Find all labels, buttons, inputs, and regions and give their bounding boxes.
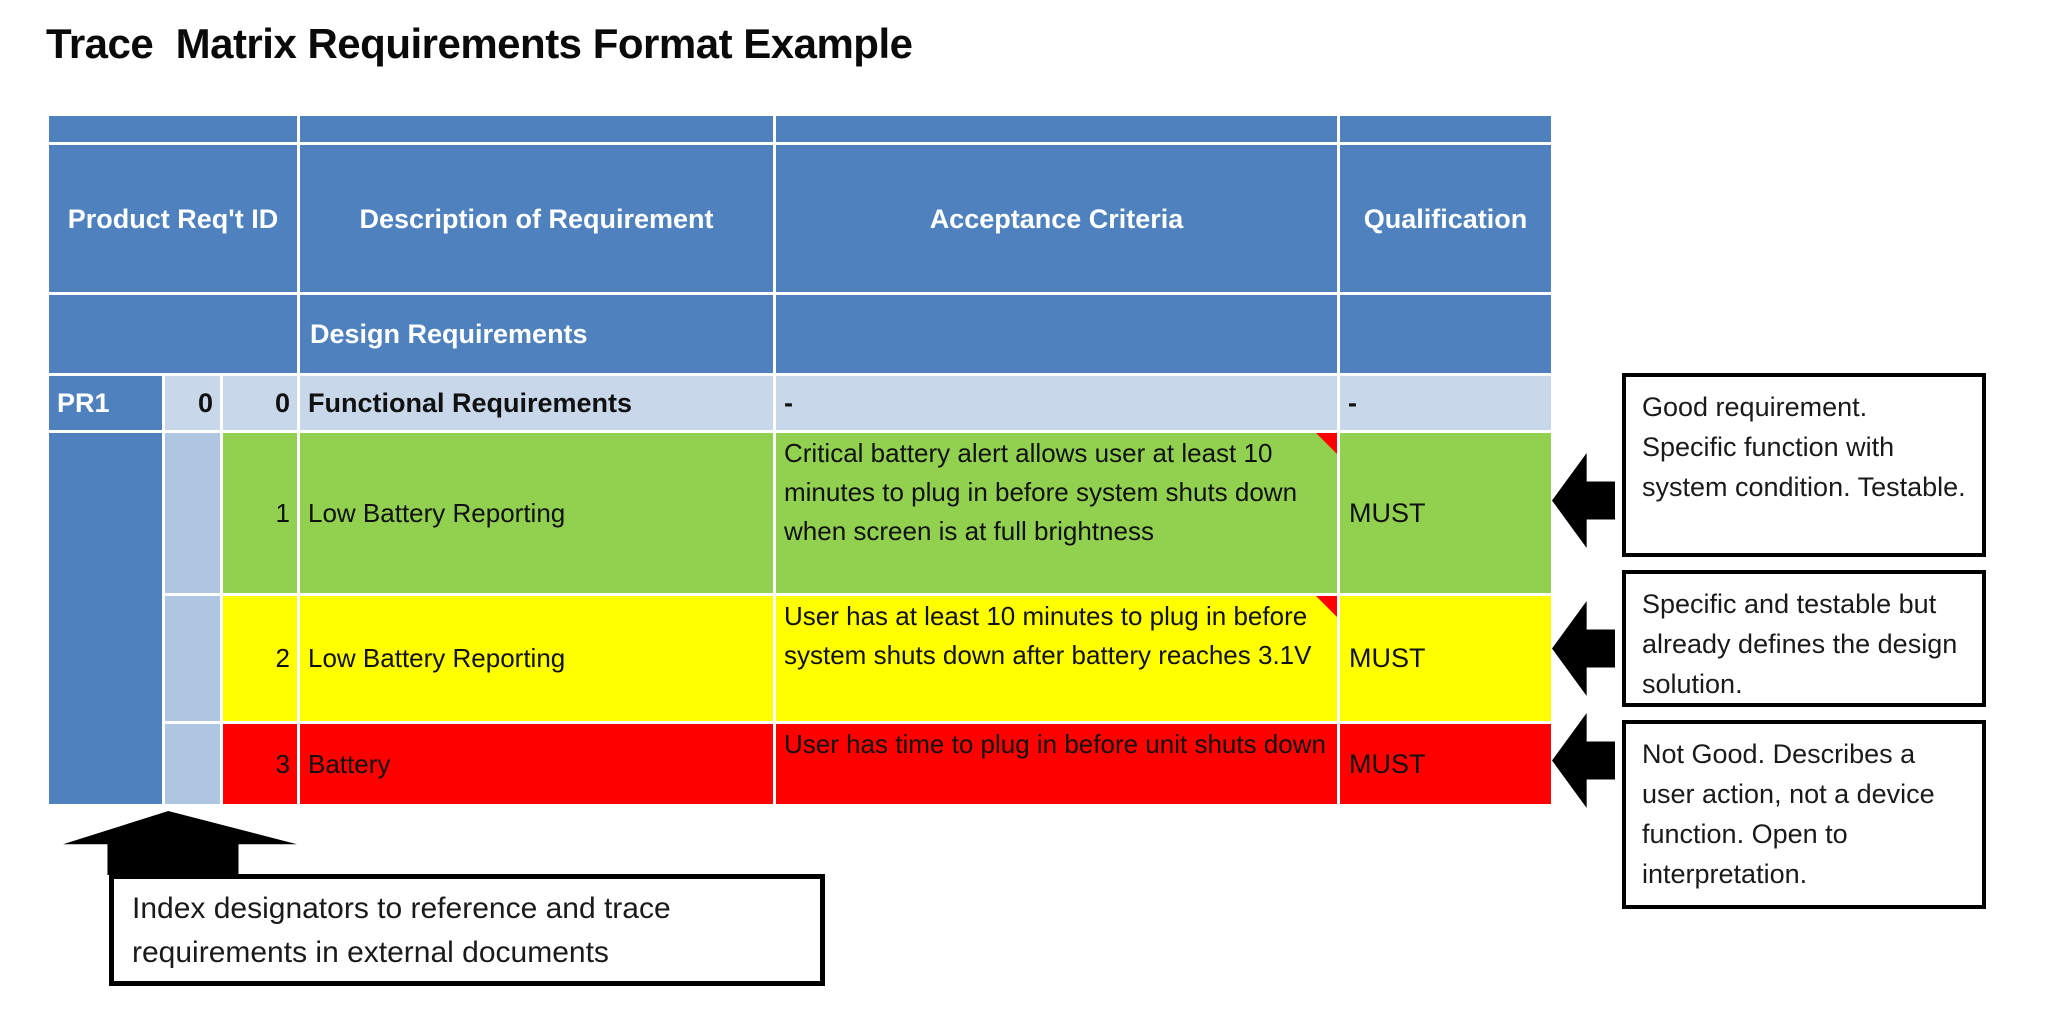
acceptance-text: Critical battery alert allows user at le… [784, 438, 1298, 546]
cell-qualification: - [1340, 376, 1551, 430]
callout-good-requirement: Good requirement. Specific function with… [1622, 373, 1986, 557]
cell-acceptance: Critical battery alert allows user at le… [776, 433, 1337, 593]
left-arrow-icon [1552, 713, 1615, 808]
cell-acceptance: User has at least 10 minutes to plug in … [776, 596, 1337, 721]
cell-description: Functional Requirements [300, 376, 773, 430]
cell-index1 [165, 433, 220, 593]
cell-index2: 3 [223, 724, 297, 804]
cell-acceptance: - [776, 376, 1337, 430]
trace-matrix-table: Product Req't ID Description of Requirem… [49, 116, 1551, 804]
column-header-acceptance: Acceptance Criteria [776, 145, 1337, 292]
cell-index1 [165, 596, 220, 721]
left-arrow-icon [1552, 601, 1615, 696]
cell-index2: 2 [223, 596, 297, 721]
cell-index1: 0 [165, 376, 220, 430]
column-header-product-req-id: Product Req't ID [49, 145, 297, 292]
left-arrow-icon [1552, 453, 1615, 548]
cell-index2: 0 [223, 376, 297, 430]
section-row-spacer [1340, 295, 1551, 373]
cell-description: Low Battery Reporting [300, 433, 773, 593]
comment-marker-icon [1316, 433, 1337, 454]
cell-index1 [165, 724, 220, 804]
section-row-spacer [776, 295, 1337, 373]
cell-product-id: PR1 [49, 376, 162, 430]
callout-not-good: Not Good. Describes a user action, not a… [1622, 720, 1986, 909]
cell-qualification: MUST [1340, 433, 1551, 593]
section-row-spacer [49, 295, 297, 373]
index-designators-note: Index designators to reference and trace… [109, 874, 825, 986]
cell-description: Low Battery Reporting [300, 596, 773, 721]
section-header-design-requirements: Design Requirements [300, 295, 773, 373]
column-header-description: Description of Requirement [300, 145, 773, 292]
table-top-strip [300, 116, 773, 142]
column-header-qualification: Qualification [1340, 145, 1551, 292]
cell-qualification: MUST [1340, 596, 1551, 721]
acceptance-text: User has time to plug in before unit shu… [784, 729, 1326, 759]
page-title: Trace Matrix Requirements Format Example [46, 20, 913, 67]
cell-acceptance: User has time to plug in before unit shu… [776, 724, 1337, 804]
acceptance-text: User has at least 10 minutes to plug in … [784, 601, 1312, 670]
up-arrow-icon [63, 811, 297, 875]
table-top-strip [1340, 116, 1551, 142]
cell-qualification: MUST [1340, 724, 1551, 804]
cell-description: Battery [300, 724, 773, 804]
comment-marker-icon [1316, 596, 1337, 617]
table-top-strip [49, 116, 297, 142]
cell-product-id-merged [49, 433, 162, 804]
cell-index2: 1 [223, 433, 297, 593]
callout-defines-design: Specific and testable but already define… [1622, 570, 1986, 707]
table-top-strip [776, 116, 1337, 142]
